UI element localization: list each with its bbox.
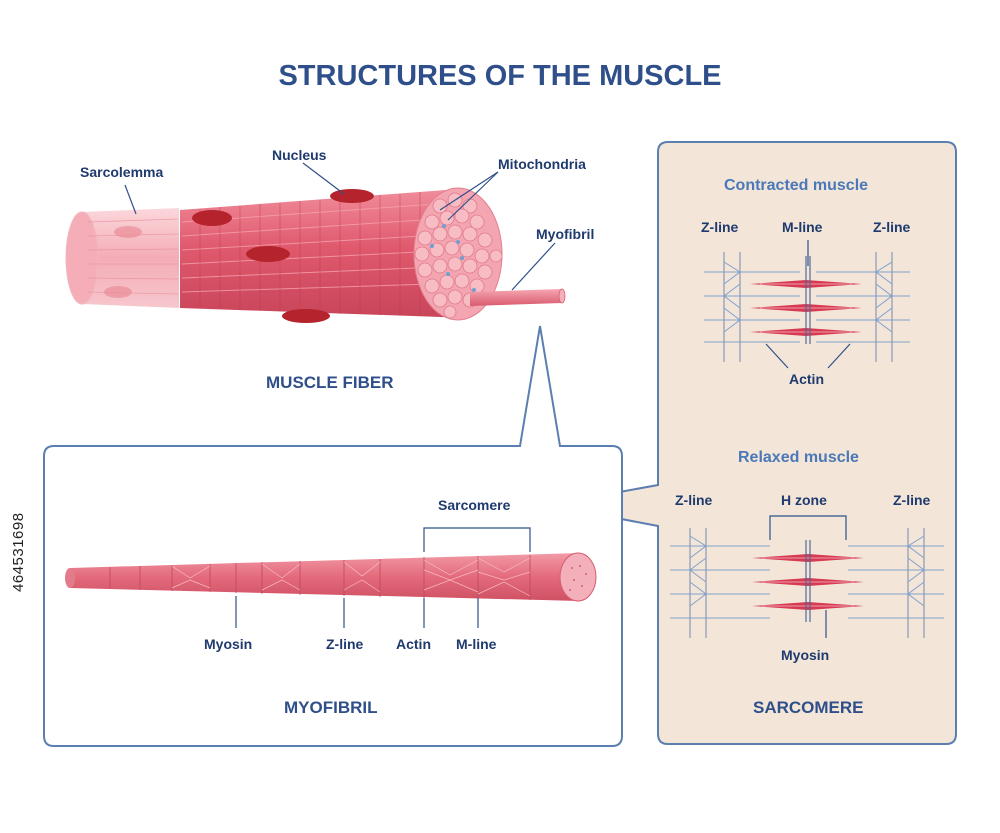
label-myofibril: Myofibril [536,226,595,242]
relaxed-muscle-heading: Relaxed muscle [738,449,859,466]
relaxed-h-zone: H zone [781,492,827,508]
label-actin: Actin [396,636,431,652]
muscle-fiber-caption: MUSCLE FIBER [266,373,394,392]
label-sarcolemma: Sarcolemma [80,164,164,180]
relaxed-sarcomere-illustration [670,515,944,638]
page-title: STRUCTURES OF THE MUSCLE [278,60,722,92]
muscle-fiber-leader-lines [124,162,556,291]
myofibril-panel-frame [43,325,623,747]
sarcomere-caption: SARCOMERE [753,698,864,717]
contracted-m-line: M-line [782,219,823,235]
label-nucleus: Nucleus [272,147,327,163]
relaxed-z-line-left: Z-line [675,492,713,508]
label-myosin: Myosin [204,636,253,652]
relaxed-myosin: Myosin [781,647,830,663]
contracted-actin: Actin [789,371,824,387]
label-mitochondria: Mitochondria [498,156,586,172]
stock-id: 464531698 [10,512,27,592]
muscle-fiber-illustration [65,187,566,323]
label-sarcomere: Sarcomere [438,497,511,513]
contracted-z-line-left: Z-line [701,219,739,235]
contracted-sarcomere-illustration [704,240,910,369]
relaxed-z-line-right: Z-line [893,492,931,508]
contracted-muscle-heading: Contracted muscle [724,177,869,194]
myofibril-leader-lines [235,527,531,628]
label-m-line: M-line [456,636,497,652]
myofibril-caption: MYOFIBRIL [284,698,378,717]
label-z-line: Z-line [326,636,364,652]
contracted-z-line-right: Z-line [873,219,911,235]
myofibril-illustration [65,552,597,602]
